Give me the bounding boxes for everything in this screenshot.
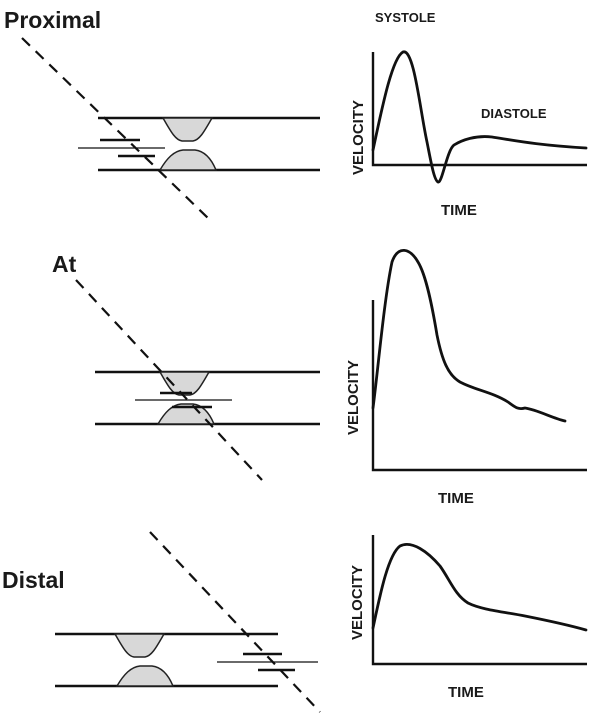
systole-label: SYSTOLE <box>375 10 436 25</box>
stenotic-plaque-bottom <box>156 403 216 425</box>
y-axis-label-distal: VELOCITY <box>349 565 366 640</box>
waveform-line-proximal <box>371 50 588 184</box>
ultrasound-beam-line <box>21 37 211 221</box>
stenotic-plaque-top <box>113 633 166 658</box>
velocity-waveform-proximal: SYSTOLE DIASTOLE VELOCITY TIME <box>350 10 588 219</box>
panel-at: At VELOCITY TIME <box>52 248 587 507</box>
ultrasound-beam-line <box>149 531 321 713</box>
vessel-schematic-at <box>75 279 320 481</box>
axis-distal <box>371 535 587 666</box>
waveform-line-at <box>371 248 567 423</box>
diastole-label: DIASTOLE <box>481 106 547 121</box>
panel-title-at: At <box>52 251 77 277</box>
axis-proximal <box>371 52 587 167</box>
panel-proximal: Proximal SYSTOLE DIASTOLE VELOCITY TIME <box>4 7 588 221</box>
waveform-line-distal <box>371 543 588 632</box>
ultrasound-beam-line <box>75 279 263 481</box>
vessel-schematic-proximal <box>21 37 320 221</box>
panel-title-distal: Distal <box>2 567 65 593</box>
x-axis-label-distal: TIME <box>448 684 484 701</box>
stenotic-plaque-bottom <box>158 149 218 171</box>
x-axis-label-at: TIME <box>438 490 474 507</box>
y-axis-label-proximal: VELOCITY <box>350 100 367 175</box>
velocity-waveform-distal: VELOCITY TIME <box>349 535 588 701</box>
vessel-schematic-distal <box>55 531 321 713</box>
x-axis-label-proximal: TIME <box>441 202 477 219</box>
stenotic-plaque-top <box>161 117 214 142</box>
stenotic-plaque-top <box>158 371 211 396</box>
axis-at <box>371 300 587 472</box>
panel-title-proximal: Proximal <box>4 7 101 33</box>
panel-distal: Distal VELOCITY TIME <box>2 531 588 713</box>
velocity-waveform-at: VELOCITY TIME <box>345 248 587 507</box>
stenotic-plaque-bottom <box>115 665 175 687</box>
y-axis-label-at: VELOCITY <box>345 360 362 435</box>
